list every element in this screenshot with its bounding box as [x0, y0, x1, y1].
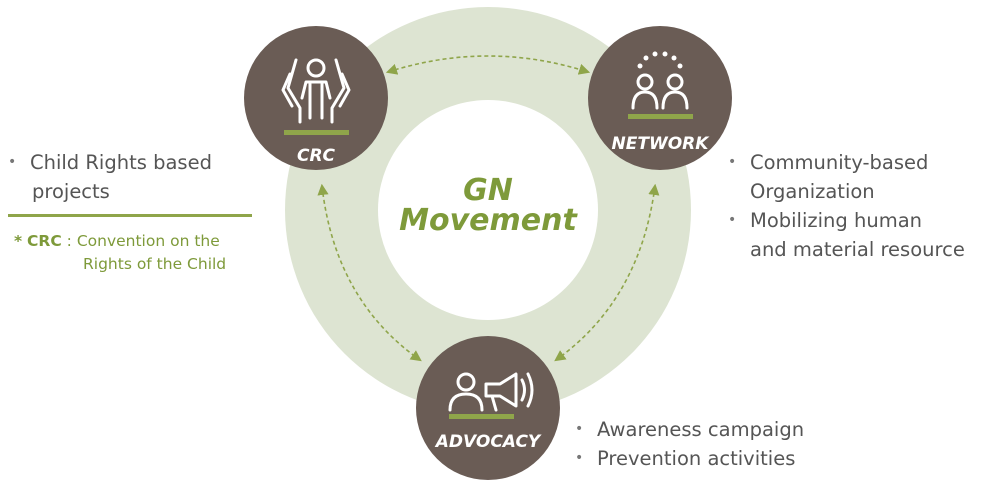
- list-item: • Awareness campaign: [575, 415, 804, 444]
- advocacy-underline: [449, 414, 514, 419]
- node-network: NETWORK: [588, 26, 732, 170]
- node-network-label: NETWORK: [612, 134, 711, 154]
- list-item-continuation: Organization: [750, 180, 875, 203]
- network-underline: [628, 114, 693, 119]
- bullet: •: [575, 421, 584, 437]
- bullet: •: [728, 154, 737, 170]
- divider: [8, 214, 252, 217]
- megaphone-person-icon: [448, 372, 534, 412]
- advocacy-description: • Awareness campaign • Prevention activi…: [575, 415, 804, 473]
- list-item-text: Child Rights based: [30, 151, 212, 174]
- footnote-abbr: CRC: [27, 232, 62, 250]
- footnote-line2: Rights of the Child: [83, 255, 227, 273]
- bullet: •: [8, 154, 17, 170]
- bullet: •: [728, 212, 737, 228]
- list-item: • Child Rights based: [8, 148, 212, 177]
- footnote-line1: Convention on the: [76, 232, 220, 250]
- list-item-text: Community-based: [750, 151, 929, 174]
- list-item-continuation: and material resource: [750, 238, 965, 261]
- child-protection-hands-icon: [281, 58, 351, 124]
- list-item: • Mobilizing human: [728, 206, 965, 235]
- community-people-icon: [631, 51, 689, 110]
- footnote-sep: :: [61, 232, 77, 250]
- node-crc-label: CRC: [297, 146, 336, 166]
- node-crc: CRC: [244, 26, 388, 170]
- list-item-text: Mobilizing human: [750, 209, 922, 232]
- arrow-crc-network: [385, 55, 591, 75]
- network-description: • Community-based Organization • Mobiliz…: [728, 148, 965, 264]
- footnote-star: *: [14, 232, 23, 250]
- list-item: • Community-based: [728, 148, 965, 177]
- arrow-network-advocacy: [554, 183, 660, 362]
- crc-footnote: * CRC : Convention on the Rights of the …: [14, 230, 226, 276]
- list-item-text: Awareness campaign: [597, 418, 805, 441]
- node-advocacy: ADVOCACY: [416, 336, 560, 480]
- center-title-line2: Movement: [399, 203, 578, 238]
- bullet: •: [575, 450, 584, 466]
- crc-underline: [284, 130, 349, 135]
- crc-description: • Child Rights based projects: [8, 148, 212, 206]
- list-item-continuation: projects: [32, 180, 110, 203]
- list-item-text: Prevention activities: [597, 447, 796, 470]
- arrow-crc-advocacy: [317, 183, 422, 362]
- center-title-line1: GN: [463, 173, 513, 208]
- list-item: • Prevention activities: [575, 444, 804, 473]
- node-advocacy-label: ADVOCACY: [434, 432, 542, 452]
- inner-circle: [378, 100, 598, 320]
